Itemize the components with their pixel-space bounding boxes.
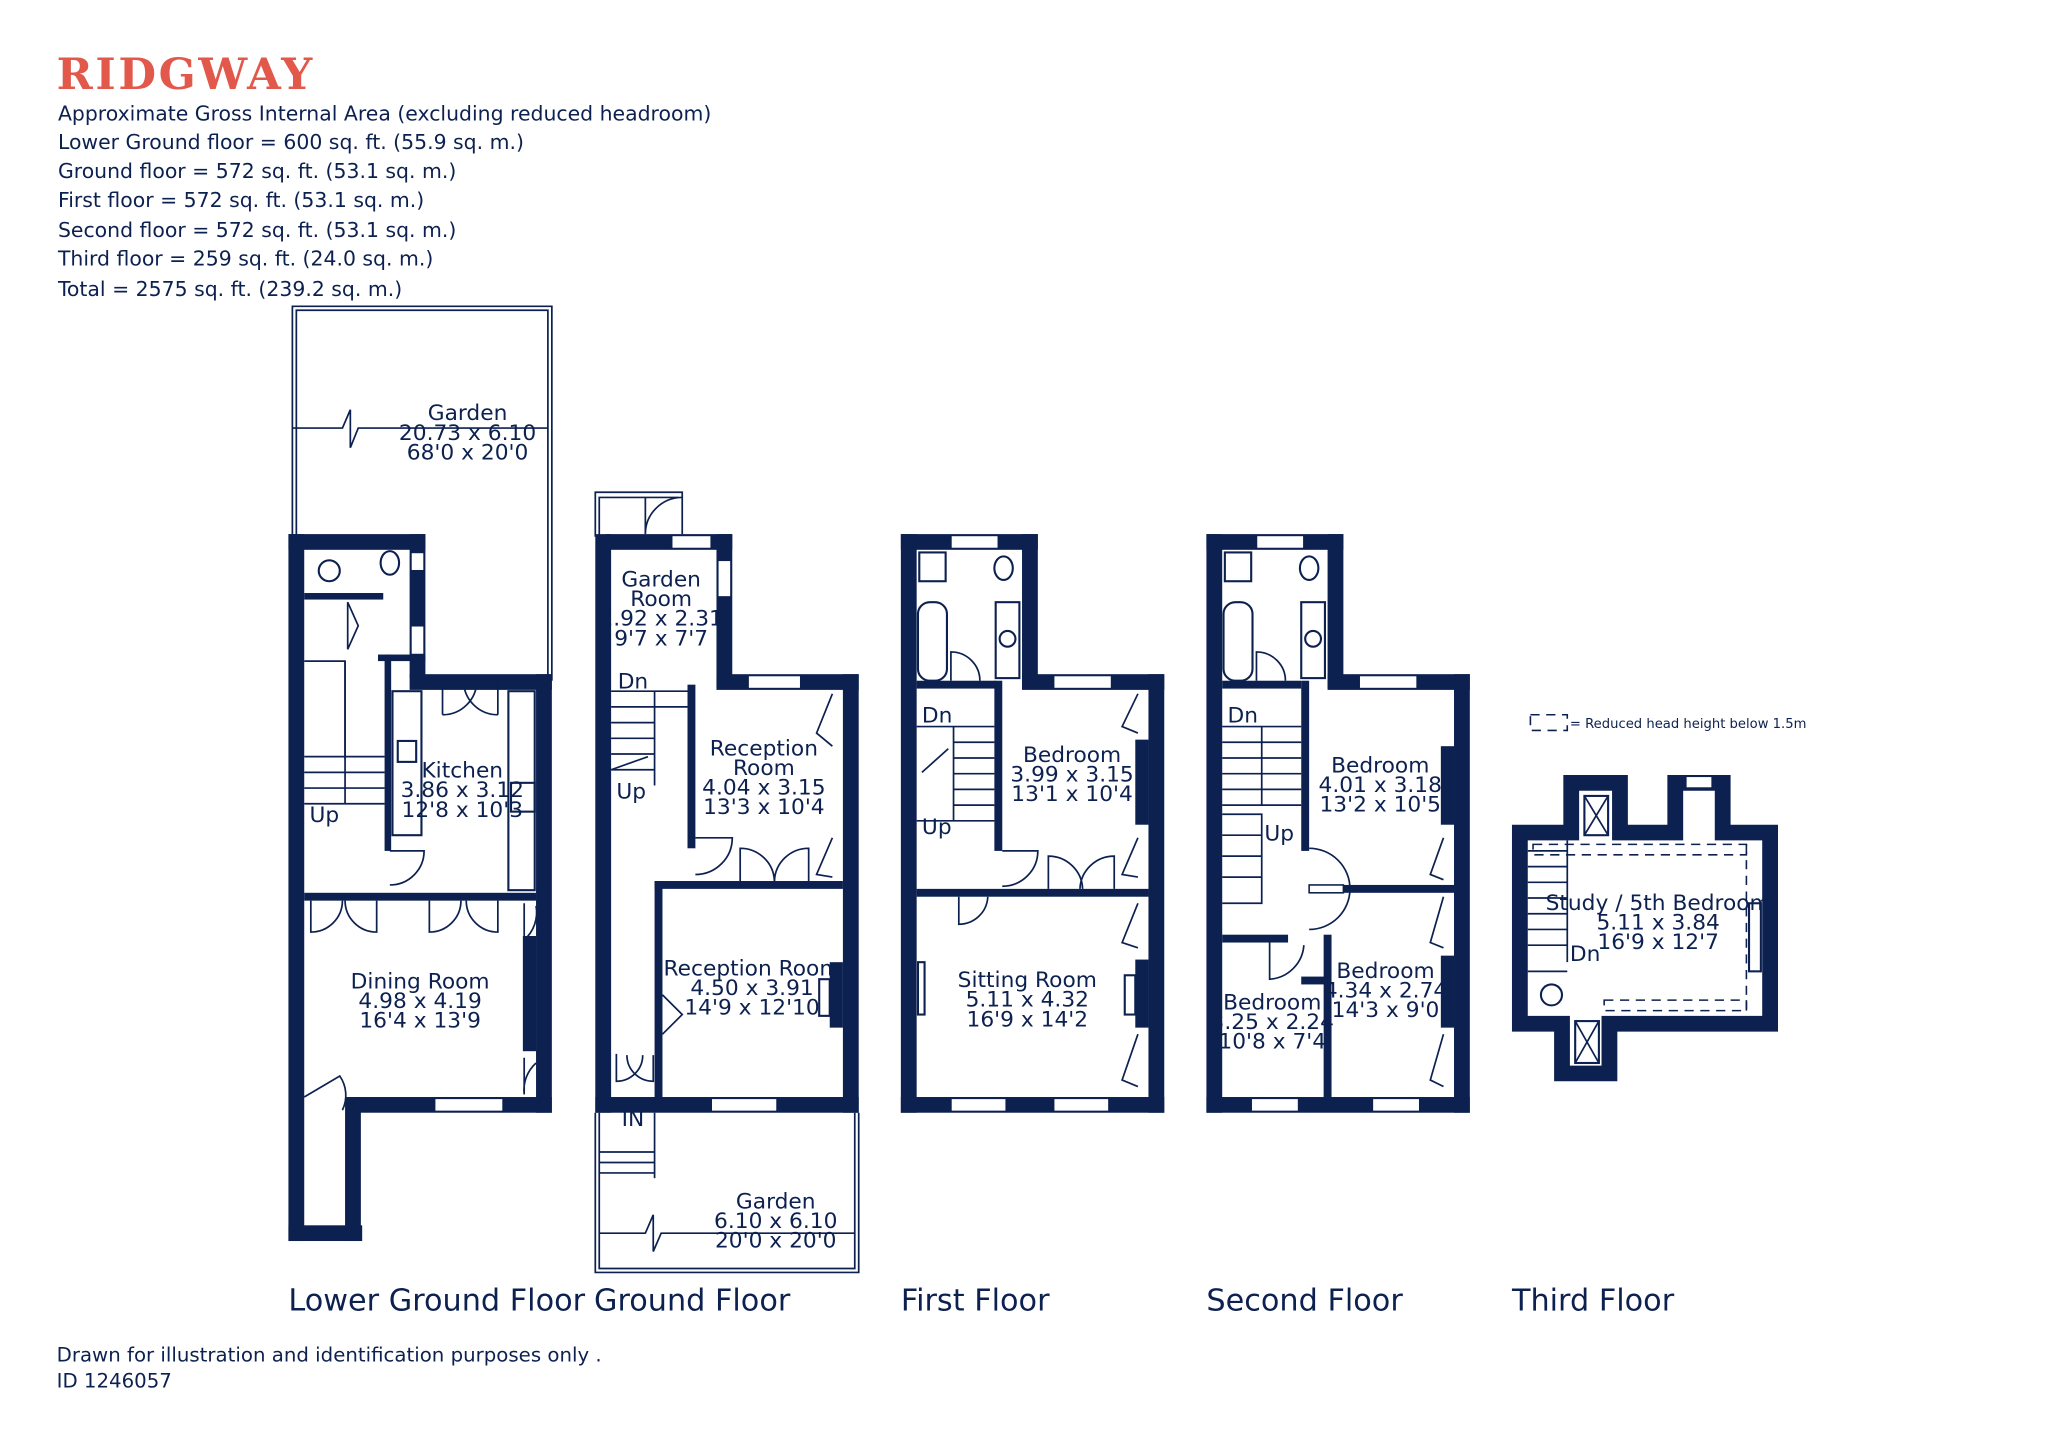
room-name: Garden — [621, 568, 701, 593]
room-second-bedroom-1: Bedroom 4.01 x 3.18 13'2 x 10'5 — [1319, 753, 1442, 817]
room-metric: 3.86 x 3.12 — [401, 778, 524, 803]
room-kitchen: Kitchen 3.86 x 3.12 12'8 x 10'3 — [401, 759, 524, 823]
room-metric: 4.34 x 2.74 — [1324, 979, 1447, 1004]
room-metric: 4.01 x 3.18 — [1319, 773, 1442, 798]
stairs-lower-ground — [304, 661, 385, 805]
room-name: Reception — [710, 736, 818, 761]
area-line: Third floor = 259 sq. ft. (24.0 sq. m.) — [57, 247, 433, 271]
room-reception-1: Reception Room 4.04 x 3.15 13'3 x 10'4 — [702, 736, 825, 820]
stairs-ground — [610, 690, 688, 786]
area-line: Second floor = 572 sq. ft. (53.1 sq. m.) — [58, 218, 456, 242]
room-metric: 6.10 x 6.10 — [714, 1209, 837, 1234]
stair-up-label: Up — [1264, 821, 1294, 846]
stair-up-label: Up — [922, 815, 952, 840]
room-reception-2: Reception Room 4.50 x 3.91 14'9 x 12'10 — [664, 956, 841, 1020]
floor-title-second: Second Floor — [1206, 1283, 1403, 1318]
second-floor-plan — [1206, 534, 1470, 1113]
room-name: Sitting Room — [958, 968, 1097, 993]
room-metric: 5.11 x 3.84 — [1596, 911, 1719, 936]
room-sitting: Sitting Room 5.11 x 4.32 16'9 x 14'2 — [958, 968, 1097, 1032]
room-name: Reception Room — [664, 956, 841, 981]
floor-title-lower-ground: Lower Ground Floor — [288, 1283, 585, 1318]
room-metric: 4.04 x 3.15 — [702, 776, 825, 801]
room-metric: 4.50 x 3.91 — [690, 976, 813, 1001]
stair-up-label: Up — [616, 780, 646, 805]
room-name: Garden — [736, 1189, 816, 1214]
room-name: Bedroom — [1331, 753, 1429, 778]
room-imperial: 16'9 x 12'7 — [1597, 930, 1719, 955]
area-heading: Approximate Gross Internal Area (excludi… — [58, 101, 711, 125]
room-dining: Dining Room 4.98 x 4.19 16'4 x 13'9 — [351, 969, 490, 1033]
room-second-bedroom-2: Bedroom 4.34 x 2.74 14'3 x 9'0 — [1324, 959, 1447, 1023]
area-line: First floor = 572 sq. ft. (53.1 sq. m.) — [58, 188, 424, 212]
floor-title-first: First Floor — [901, 1283, 1050, 1318]
room-name: Bedroom — [1336, 959, 1434, 984]
room-garden-room: Garden Room 2.92 x 2.31 9'7 x 7'7 — [599, 568, 722, 652]
stair-down-label: Dn — [618, 670, 648, 695]
room-imperial: 12'8 x 10'3 — [402, 798, 524, 823]
room-imperial: 10'8 x 7'4 — [1218, 1030, 1326, 1055]
room-imperial: 20'0 x 20'0 — [715, 1229, 837, 1254]
stair-down-label: Dn — [922, 704, 952, 729]
room-name: Bedroom — [1023, 743, 1121, 768]
room-study: Study / 5th Bedroom 5.11 x 3.84 16'9 x 1… — [1546, 891, 1771, 955]
room-metric: 4.98 x 4.19 — [358, 989, 481, 1014]
stair-down-label: Dn — [1227, 704, 1257, 729]
room-second-bedroom-3: Bedroom 3.25 x 2.24 10'8 x 7'4 — [1211, 990, 1334, 1054]
room-imperial: 16'4 x 13'9 — [359, 1009, 481, 1034]
area-total: Total = 2575 sq. ft. (239.2 sq. m.) — [57, 277, 402, 301]
stairs-third — [1527, 840, 1569, 963]
room-imperial: 13'2 x 10'5 — [1319, 793, 1441, 818]
stairs-second — [1222, 725, 1302, 905]
room-name: Study / 5th Bedroom — [1546, 891, 1771, 916]
disclaimer: Drawn for illustration and identificatio… — [57, 1344, 602, 1367]
room-name: Dining Room — [351, 969, 490, 994]
plan-id: ID 1246057 — [57, 1370, 172, 1393]
room-name: Garden — [428, 401, 508, 426]
legend: = Reduced head height below 1.5m — [1529, 713, 1807, 732]
room-metric: 3.25 x 2.24 — [1211, 1010, 1334, 1035]
area-line: Ground floor = 572 sq. ft. (53.1 sq. m.) — [58, 159, 456, 183]
room-name: Kitchen — [421, 759, 503, 784]
room-imperial: 13'1 x 10'4 — [1011, 782, 1133, 807]
room-imperial: 68'0 x 20'0 — [407, 441, 529, 466]
floor-title-third: Third Floor — [1511, 1283, 1675, 1318]
entrance-label: IN — [622, 1107, 645, 1132]
room-imperial: 13'3 x 10'4 — [703, 795, 825, 820]
third-floor-plan — [1511, 774, 1779, 1082]
first-floor-plan — [900, 534, 1165, 1113]
room-metric: 3.99 x 3.15 — [1010, 763, 1133, 788]
ground-floor-plan — [594, 491, 860, 1274]
room-imperial: 16'9 x 14'2 — [967, 1007, 1089, 1032]
area-line: Lower Ground floor = 600 sq. ft. (55.9 s… — [58, 130, 524, 154]
room-metric: 20.73 x 6.10 — [399, 421, 536, 446]
room-metric: 2.92 x 2.31 — [599, 607, 722, 632]
stair-down-label: Dn — [1570, 942, 1600, 967]
legend-text: = Reduced head height below 1.5m — [1570, 717, 1807, 732]
stairs-first — [916, 725, 995, 822]
room-imperial: 14'3 x 9'0 — [1332, 998, 1440, 1023]
brand-logo: RIDGWAY — [57, 49, 315, 100]
room-imperial: 9'7 x 7'7 — [614, 626, 708, 651]
floor-title-ground: Ground Floor — [594, 1283, 791, 1318]
room-imperial: 14'9 x 12'10 — [684, 996, 819, 1021]
front-steps — [599, 1112, 656, 1179]
stair-up-label: Up — [310, 803, 340, 828]
lower-ground-floor-plan — [288, 305, 553, 1242]
room-name: Room — [733, 756, 795, 781]
area-summary: Approximate Gross Internal Area (excludi… — [57, 101, 711, 300]
room-name: Bedroom — [1223, 990, 1321, 1015]
room-metric: 5.11 x 4.32 — [966, 988, 1089, 1013]
room-name: Room — [630, 587, 692, 612]
room-garden-lower: Garden 20.73 x 6.10 68'0 x 20'0 — [399, 401, 536, 465]
room-first-bedroom: Bedroom 3.99 x 3.15 13'1 x 10'4 — [1010, 743, 1133, 807]
room-front-garden: Garden 6.10 x 6.10 20'0 x 20'0 — [714, 1189, 837, 1253]
